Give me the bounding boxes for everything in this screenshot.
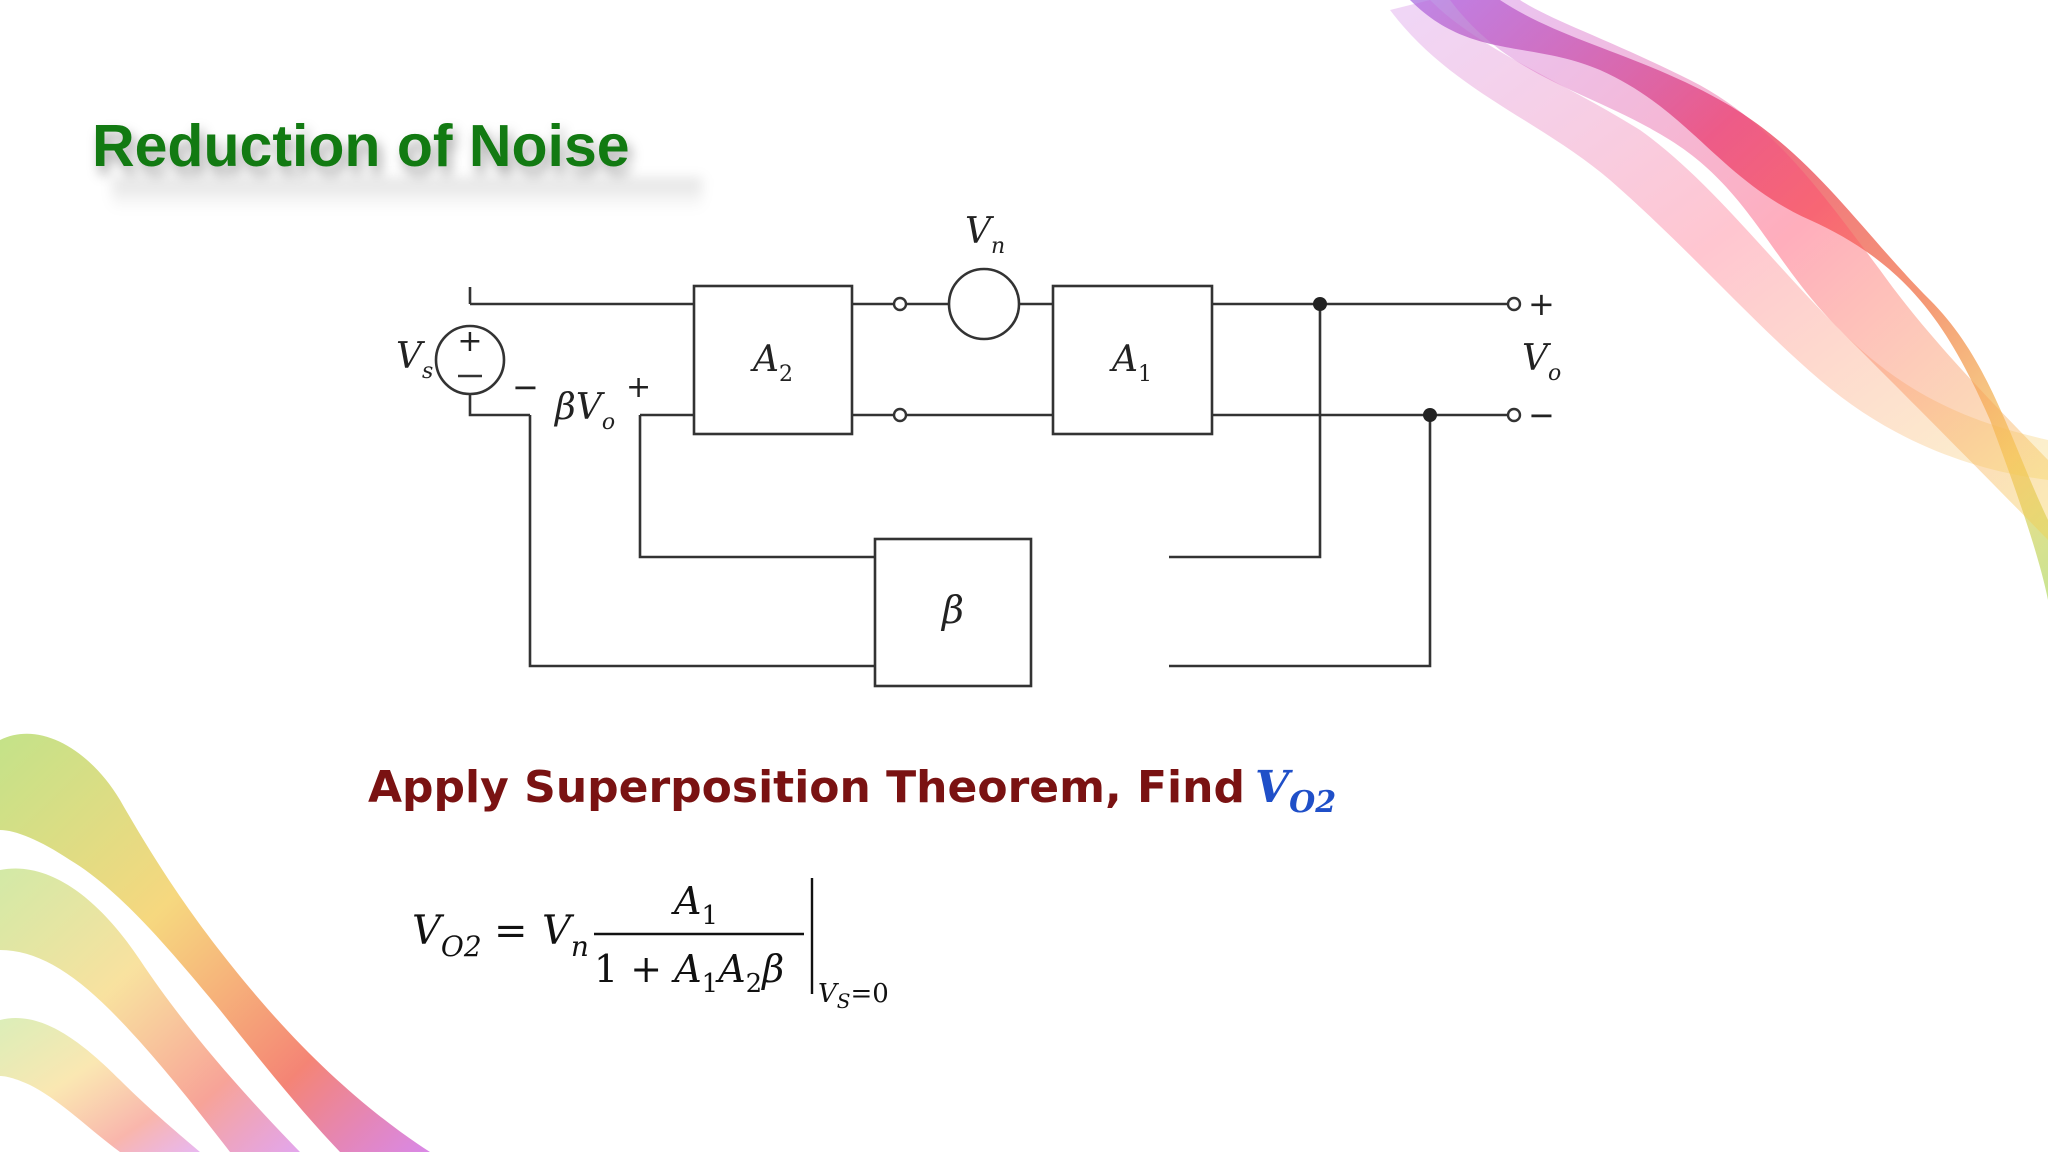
wire-feedback-plus	[638, 415, 1013, 559]
noise-source-label: Vn	[965, 211, 1005, 259]
wire-feedback-top-tap	[1169, 304, 1322, 559]
question-label: Apply Superposition Theorem, Find	[368, 762, 1245, 813]
junction-bottom	[1423, 408, 1437, 422]
formula-noise-factor: Vn	[542, 908, 589, 963]
wire-feedback-bottom-tap	[1169, 415, 1432, 668]
output-voltage-label: Vo	[1522, 338, 1561, 386]
output-minus-sign: −	[1528, 396, 1555, 434]
diagram-wires	[468, 287, 1508, 668]
terminal-top-mid	[892, 296, 908, 312]
input-voltage-source-icon	[434, 324, 506, 396]
formula-lhs: VO2	[412, 908, 482, 963]
output-terminal-minus	[1506, 407, 1522, 423]
slide-title: Reduction of Noise	[92, 113, 630, 179]
formula: VO2 = Vn A1 1 + A1A2β VS=0	[412, 878, 889, 1013]
feedback-minus-sign: −	[512, 368, 539, 406]
output-plus-sign: +	[1528, 285, 1555, 323]
input-source-label: Vs	[396, 336, 433, 384]
formula-equals: =	[494, 908, 528, 954]
formula-numerator: A1	[671, 879, 718, 931]
wire-a2-out	[852, 302, 896, 417]
decorative-ribbon-top-right	[1390, 0, 2048, 600]
terminal-bottom-mid	[892, 407, 908, 423]
feedback-plus-sign: +	[626, 370, 651, 405]
formula-condition: VS=0	[818, 979, 889, 1013]
question-variable: VO2	[1254, 762, 1337, 820]
feedback-voltage-label: βVo	[553, 387, 615, 435]
feedback-noise-diagram: + Vs − βVo + A2 Vn A1 β + − Vo	[396, 211, 1561, 688]
output-terminal-plus	[1506, 296, 1522, 312]
input-source-plus: +	[457, 324, 482, 359]
wire-feedback-minus	[528, 415, 1013, 668]
block-beta-label: β	[940, 588, 964, 632]
noise-voltage-source-icon	[947, 267, 1021, 341]
wire-source-to-a2-top	[468, 287, 694, 306]
block-beta	[873, 537, 1033, 688]
junction-top	[1313, 297, 1327, 311]
block-a2	[692, 284, 854, 436]
block-a1-label: A1	[1109, 339, 1152, 387]
title-shadow	[112, 178, 702, 210]
block-a2-label: A2	[750, 339, 793, 387]
block-a1	[1051, 284, 1214, 436]
decorative-ribbon-bottom-left	[0, 733, 430, 1152]
formula-denominator: 1 + A1A2β	[594, 947, 784, 999]
